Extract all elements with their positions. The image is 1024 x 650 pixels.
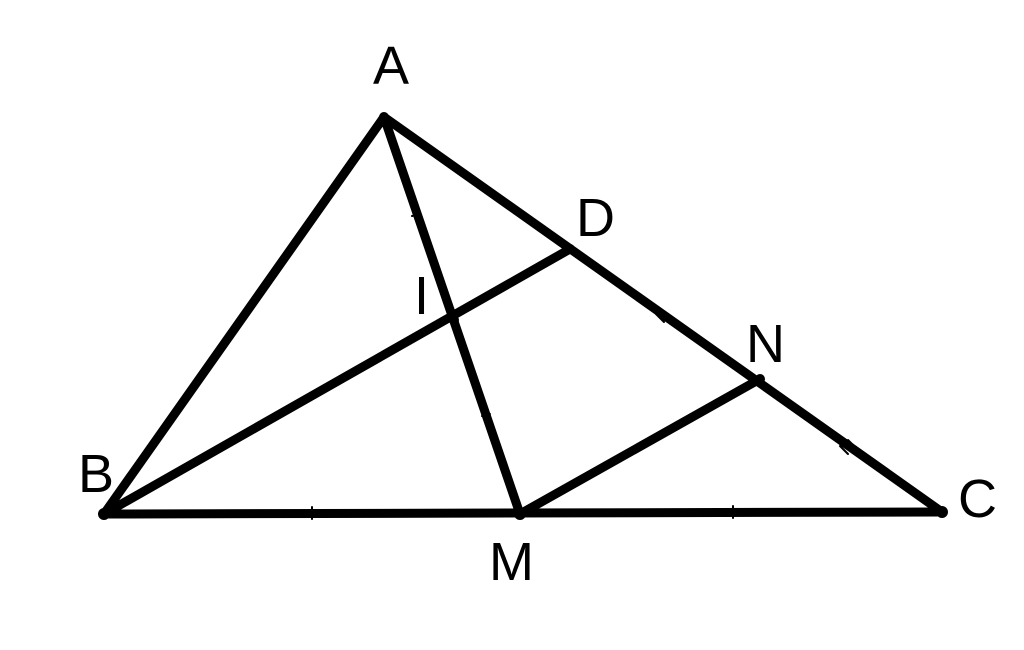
tick-mark-dn-1 [655,313,665,323]
tick-mark-ad [471,182,481,190]
point-b-dot [98,508,110,520]
point-i-dot [449,315,459,325]
point-c-dot [936,506,948,518]
tick-mark-am-1 [411,213,421,217]
segment-mn [515,374,765,519]
segment-ab [99,112,389,519]
segment-bd [99,244,575,519]
label-n: N [746,314,785,374]
point-a-dot [379,112,389,122]
label-c: C [958,469,997,529]
label-b: B [78,444,114,504]
tick-mark-nc-3 [847,439,857,449]
label-i: I [414,266,429,326]
tick-marks [311,182,857,520]
tick-mark-im [481,413,491,417]
label-a: A [373,36,409,96]
tick-mark-nc-2 [843,442,853,452]
tick-mark-dn-2 [659,310,669,320]
label-m: M [489,532,534,592]
point-m-dot [514,508,526,520]
point-n-dot [755,374,765,384]
label-d: D [576,188,615,248]
tick-mark-nc-1 [839,445,849,455]
point-d-dot [565,244,575,254]
